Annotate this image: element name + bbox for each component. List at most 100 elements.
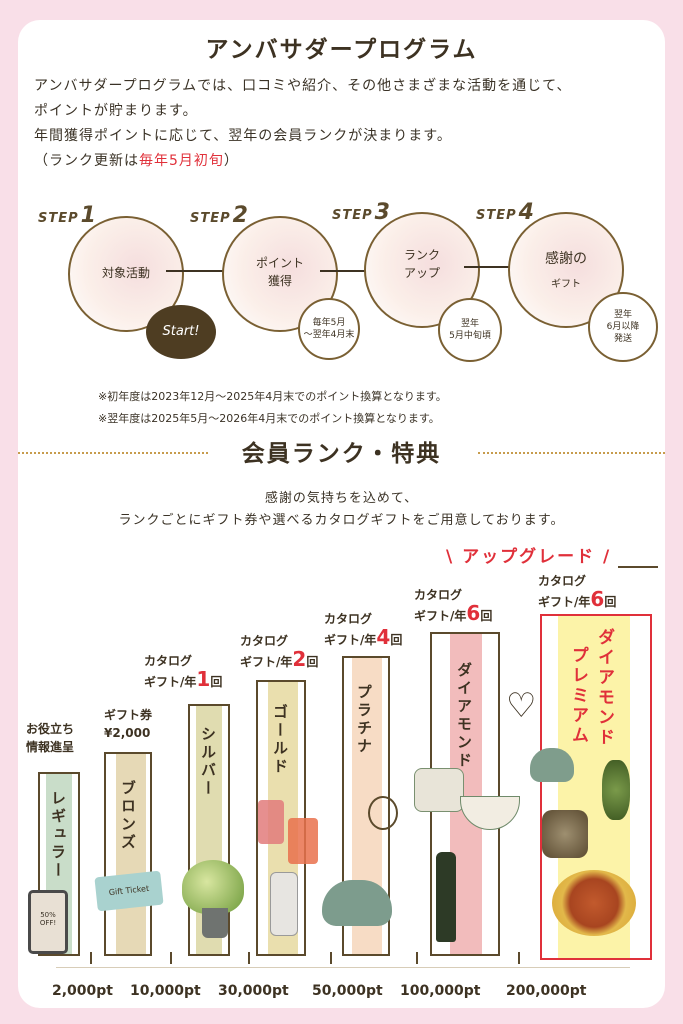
silver-caption-line2: ギフト/年 [144,675,197,689]
premium-caption: カタログ ギフト/年6回 [538,572,616,611]
program-intro: アンバサダープログラムでは、口コミや紹介、その他さまざまな活動を通じて、 ポイン… [34,74,654,174]
candle-icon-2 [288,818,318,864]
silver-caption-line1: カタログ [144,654,193,668]
bronze-name: ブロンズ [119,780,137,852]
regular-caption-line1: お役立ち [26,722,75,736]
platinum-caption-line1: カタログ [324,612,373,626]
step-3-number: 3 [374,200,391,225]
step-3-text: STEP [332,208,373,223]
heart-icon: ♡ [506,686,537,726]
premium-count: 6 [590,587,605,611]
platinum-caption: カタログ ギフト/年4回 [324,610,402,649]
silver-suffix: 回 [210,675,223,689]
step-3-text-line1: ランク [403,248,440,262]
step-4-badge-line1: 翌年 [613,310,632,320]
rank-thanks: 感謝の気持ちを込めて、 ランクごとにギフト券や選べるカタログギフトをご用意してお… [18,488,665,532]
platinum-suffix: 回 [390,633,403,647]
gold-suffix: 回 [306,655,319,669]
tick-3 [248,952,250,964]
intro-line-2: ポイントが貯まります。 [34,103,198,119]
step-2-badge-line2: ～翌年4月末 [303,330,355,340]
step-1-text-line1: 対象活動 [101,266,150,280]
bowl-stack-icon [414,768,464,812]
step-3-badge-line1: 翌年 [460,319,479,329]
step-4-text-line2: ギフト [551,279,581,290]
pot-icon [202,908,228,938]
main-card: アンバサダープログラム アンバサダープログラムでは、口コミや紹介、その他さまざま… [18,20,665,1008]
platinum-name: プラチナ [355,684,373,756]
tick-2 [170,952,172,964]
step-1-number: 1 [80,203,97,228]
cast-iron-pot-icon [322,880,392,926]
diamond-suffix: 回 [480,609,493,623]
candle-icon [258,800,284,844]
step-1-text: STEP [38,211,79,226]
plant-icon [182,860,244,914]
wine-bottle-icon [436,852,456,942]
silver-name: シルバー [199,726,217,798]
rank-title: 会員ランク・特典 [233,434,450,468]
bronze-caption-line1: ギフト券 [104,708,153,722]
platinum-count: 4 [376,625,391,649]
regular-caption: お役立ち 情報進呈 [26,720,74,756]
premium-caption-line1: カタログ [538,574,587,588]
rank-title-wrap: 会員ランク・特典 [18,434,665,468]
step-2-text-line1: ポイント [255,256,304,270]
note-1: ※初年度は2023年12月～2025年4月末でのポイント換算となります。 [98,390,447,403]
point-100000: 100,000pt [400,983,481,999]
upgrade-text: アップグレード [462,547,596,567]
regular-caption-line2: 情報進呈 [26,740,75,754]
intro-line-3: 年間獲得ポイントに応じて、翌年の会員ランクが決まります。 [34,128,452,144]
premium-name-line2: プレミアム [568,646,588,746]
spice-jars-icon [542,810,588,858]
diamond-caption-line1: カタログ [414,588,463,602]
bronze-bar: ブロンズ [104,752,152,956]
point-10000: 10,000pt [130,983,201,999]
step-3-text-line2: アップ [403,266,440,280]
cocotte-pot-icon [530,748,574,782]
intro-line-4-post: ） [223,153,239,169]
diamond-caption: カタログ ギフト/年6回 [414,586,492,625]
hanging-plant-icon [602,760,630,820]
diamond-caption-line2: ギフト/年 [414,609,467,623]
program-title-wrap: アンバサダープログラム [18,30,665,64]
intro-line-4-pre: （ランク更新は [34,153,139,169]
silver-caption: カタログ ギフト/年1回 [144,652,222,691]
tick-1 [90,952,92,964]
tick-5 [416,952,418,964]
program-title: アンバサダープログラム [197,30,486,64]
gift-ticket-icon: Gift Ticket [94,870,164,912]
meat-dish-icon [552,870,636,936]
thanks-line-1: 感謝の気持ちを込めて、 [264,491,419,506]
step-3-timing-badge: 翌年 5月中旬頃 [438,298,502,362]
qr-phone-icon: 50% OFF! [28,890,68,954]
step-2-period-badge: 毎年5月 ～翌年4月末 [298,298,360,360]
gold-caption: カタログ ギフト/年2回 [240,632,318,671]
diamond-name: ダイアモンド [455,662,473,770]
step-4-badge-line3: 発送 [613,334,632,344]
step-2-text: STEP [190,211,231,226]
step-4-number: 4 [518,200,535,225]
upgrade-pointer [618,566,658,568]
step-1-label: STEP1 [38,203,97,228]
upgrade-label: \ アップグレード / [446,547,612,567]
step-2-text-line2: 獲得 [267,274,292,288]
tick-6 [518,952,520,964]
gold-count: 2 [292,647,307,671]
platinum-caption-line2: ギフト/年 [324,633,377,647]
point-axis [56,967,630,968]
step-3-label: STEP3 [332,200,391,225]
step-3-badge-line2: 5月中旬頃 [449,331,491,341]
pendant-lamp-icon [368,796,398,830]
diamond-count: 6 [466,601,481,625]
gold-caption-line2: ギフト/年 [240,655,293,669]
gold-name: ゴールド [271,704,289,776]
point-200000: 200,000pt [506,983,587,999]
step-2-label: STEP2 [190,203,249,228]
step-4-badge-line2: 6月以降 [606,322,640,332]
regular-name: レギュラー [49,790,67,880]
step-2-badge-line1: 毎年5月 [312,318,346,328]
premium-suffix: 回 [604,595,617,609]
thanks-line-2: ランクごとにギフト券や選べるカタログギフトをご用意しております。 [118,513,565,528]
divider-right [478,452,665,454]
